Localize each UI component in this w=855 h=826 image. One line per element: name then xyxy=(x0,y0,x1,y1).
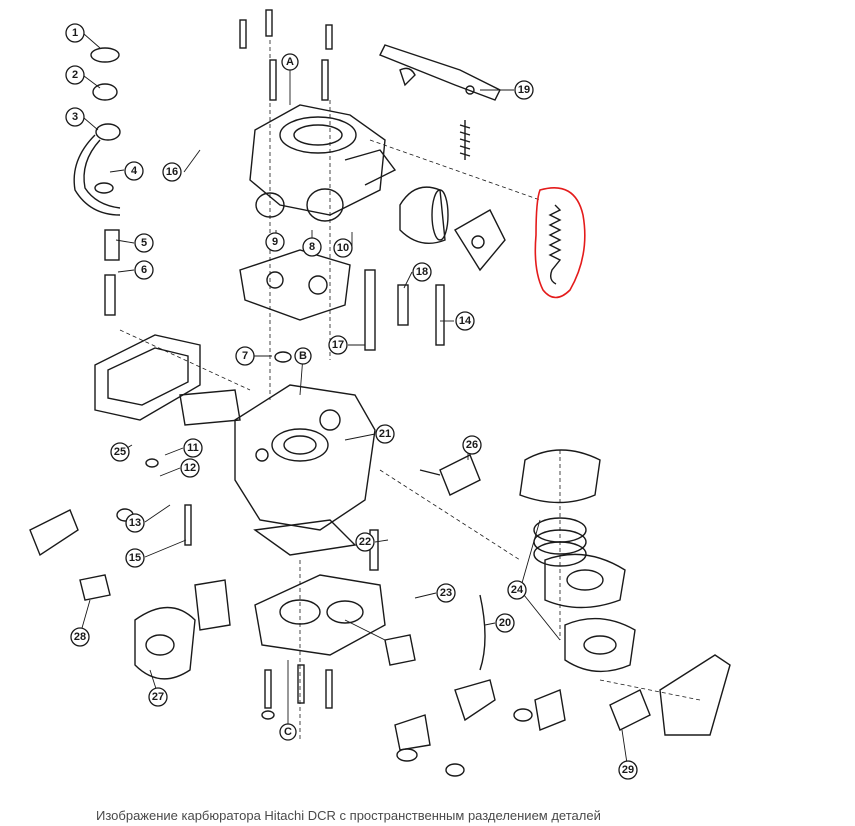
callout-17: 17 xyxy=(328,335,348,355)
svg-text:29: 29 xyxy=(622,764,634,776)
main-body xyxy=(234,384,376,556)
svg-text:20: 20 xyxy=(499,617,511,629)
callout-23: 23 xyxy=(436,583,456,603)
svg-text:4: 4 xyxy=(131,165,138,177)
throttle-sensor xyxy=(29,509,231,680)
throttle-body xyxy=(254,574,386,656)
callout-24: 24 xyxy=(507,580,527,600)
lower-linkage xyxy=(384,594,566,751)
callout-15: 15 xyxy=(125,548,145,568)
small-hardware xyxy=(90,9,533,777)
callout-5: 5 xyxy=(134,233,154,253)
svg-text:15: 15 xyxy=(129,552,141,564)
callout-11: 11 xyxy=(183,438,203,458)
svg-text:18: 18 xyxy=(416,266,428,278)
choke-diaphragm xyxy=(399,186,506,272)
callout-leaders xyxy=(79,33,629,771)
callout-18: 18 xyxy=(412,262,432,282)
callout-12: 12 xyxy=(180,458,200,478)
fuel-inlet-pipe xyxy=(73,123,121,216)
svg-text:14: 14 xyxy=(459,315,472,327)
svg-text:17: 17 xyxy=(332,339,344,351)
svg-text:B: B xyxy=(299,350,307,362)
callout-9: 9 xyxy=(265,232,285,252)
svg-text:9: 9 xyxy=(272,236,278,248)
callout-c: C xyxy=(279,723,297,741)
svg-text:13: 13 xyxy=(129,517,141,529)
callout-13: 13 xyxy=(125,513,145,533)
svg-text:3: 3 xyxy=(72,111,78,123)
svg-text:11: 11 xyxy=(187,442,199,454)
callout-14: 14 xyxy=(455,311,475,331)
svg-text:2: 2 xyxy=(72,69,78,81)
svg-text:27: 27 xyxy=(152,691,164,703)
svg-text:1: 1 xyxy=(72,27,78,39)
top-gasket xyxy=(239,249,351,321)
diagram-caption: Изображение карбюратора Hitachi DCR с пр… xyxy=(96,808,601,823)
svg-text:12: 12 xyxy=(184,462,196,474)
svg-text:A: A xyxy=(286,56,294,68)
callout-22: 22 xyxy=(355,532,375,552)
svg-text:25: 25 xyxy=(114,446,126,458)
svg-text:6: 6 xyxy=(141,264,147,276)
callout-28: 28 xyxy=(70,627,90,647)
svg-text:24: 24 xyxy=(511,584,524,596)
secondary-diaphragm-stack xyxy=(519,449,636,673)
svg-text:C: C xyxy=(284,726,292,738)
callout-3: 3 xyxy=(65,107,85,127)
callout-4: 4 xyxy=(124,161,144,181)
callout-8: 8 xyxy=(302,237,322,257)
callout-20: 20 xyxy=(495,613,515,633)
callout-21: 21 xyxy=(375,424,395,444)
callout-25: 25 xyxy=(110,442,130,462)
svg-text:23: 23 xyxy=(440,587,452,599)
svg-text:26: 26 xyxy=(466,439,478,451)
svg-text:22: 22 xyxy=(359,536,371,548)
callout-29: 29 xyxy=(618,760,638,780)
svg-text:5: 5 xyxy=(141,237,147,249)
callout-b: B xyxy=(294,347,312,365)
callout-1: 1 xyxy=(65,23,85,43)
svg-text:16: 16 xyxy=(166,166,178,178)
air-horn-cover xyxy=(249,104,397,222)
linkage-lever xyxy=(379,44,501,160)
callout-19: 19 xyxy=(514,80,534,100)
svg-text:7: 7 xyxy=(242,350,248,362)
callout-27: 27 xyxy=(148,687,168,707)
fuel-cut-solenoid xyxy=(419,454,481,496)
svg-text:8: 8 xyxy=(309,241,315,253)
svg-text:21: 21 xyxy=(379,428,391,440)
svg-text:19: 19 xyxy=(518,84,530,96)
svg-text:10: 10 xyxy=(337,242,349,254)
callout-7: 7 xyxy=(235,346,255,366)
callout-16: 16 xyxy=(162,162,182,182)
callout-a: A xyxy=(281,53,299,71)
float-chamber-gasket xyxy=(94,334,241,426)
callout-10: 10 xyxy=(333,238,353,258)
mounting-bracket xyxy=(609,654,731,736)
callout-2: 2 xyxy=(65,65,85,85)
spring-highlight xyxy=(534,186,586,299)
svg-text:28: 28 xyxy=(74,631,86,643)
callout-26: 26 xyxy=(462,435,482,455)
callout-6: 6 xyxy=(134,260,154,280)
